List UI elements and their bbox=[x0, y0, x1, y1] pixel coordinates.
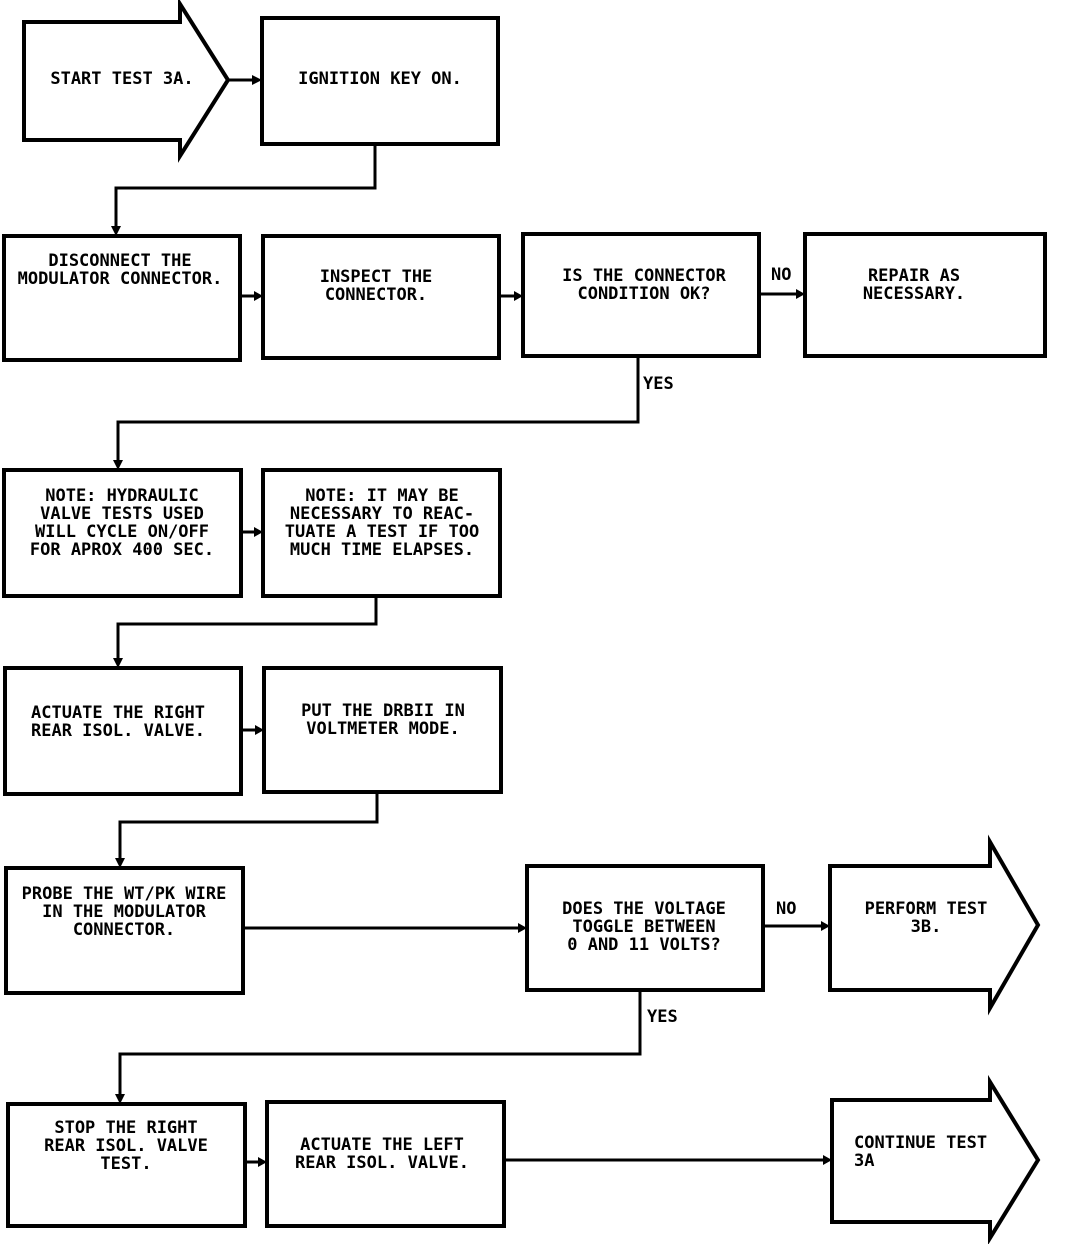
start-test-3a-arrow: START TEST 3A. bbox=[22, 0, 231, 163]
text-line: TOGGLE BETWEEN bbox=[572, 917, 715, 937]
arrowhead bbox=[255, 725, 264, 735]
yes-label-voltage: YES bbox=[647, 1007, 678, 1027]
connector-voltage-to-stop bbox=[118, 990, 642, 1097]
text-line: VOLTMETER MODE. bbox=[306, 719, 460, 739]
text-line: START TEST 3A. bbox=[50, 69, 193, 89]
text-line: PROBE THE WT/PK WIRE bbox=[22, 884, 227, 904]
ignition-key-on-box: IGNITION KEY ON. bbox=[260, 16, 500, 146]
text-line: MODULATOR CONNECTOR. bbox=[18, 269, 223, 289]
start-test-3a-text: START TEST 3A. bbox=[50, 69, 193, 89]
text-line: REAR ISOL. VALVE. bbox=[295, 1153, 469, 1173]
text-line: INSPECT THE bbox=[320, 267, 433, 287]
no-label-voltage: NO bbox=[776, 899, 796, 919]
text-line: NECESSARY TO REAC- bbox=[290, 504, 474, 524]
arrowhead bbox=[254, 291, 263, 301]
connector-ignition-to-disconnect bbox=[114, 144, 377, 229]
text-line: ACTUATE THE LEFT bbox=[300, 1135, 464, 1155]
text-line: STOP THE RIGHT bbox=[54, 1118, 197, 1138]
text-line: 0 AND 11 VOLTS? bbox=[567, 935, 721, 955]
arrowhead bbox=[113, 460, 123, 470]
text-line: PERFORM TEST bbox=[865, 899, 988, 919]
text-line: 3B. bbox=[911, 917, 942, 937]
ignition-key-on-text: IGNITION KEY ON. bbox=[298, 69, 462, 89]
yes-label-connector: YES bbox=[643, 374, 674, 394]
text-line: IS THE CONNECTOR bbox=[562, 266, 727, 286]
text-line: DISCONNECT THE bbox=[48, 251, 191, 271]
text-line: ACTUATE THE RIGHT bbox=[31, 703, 205, 723]
text-line: NOTE: HYDRAULIC bbox=[45, 486, 199, 506]
text-line: CONNECTOR. bbox=[325, 285, 427, 305]
text-line: MUCH TIME ELAPSES. bbox=[290, 540, 474, 560]
text-line: FOR APROX 400 SEC. bbox=[30, 540, 214, 560]
text-line: NECESSARY. bbox=[863, 284, 965, 304]
text-line: REAR ISOL. VALVE. bbox=[31, 721, 205, 741]
connector-condition-to-note bbox=[116, 356, 640, 463]
text-line: CONTINUE TEST bbox=[854, 1133, 987, 1153]
arrowhead bbox=[823, 1155, 832, 1165]
arrowhead bbox=[821, 921, 830, 931]
text-line: REPAIR AS bbox=[868, 266, 960, 286]
text-line: IGNITION KEY ON. bbox=[298, 69, 462, 89]
arrowhead bbox=[258, 1157, 267, 1167]
arrowhead bbox=[111, 226, 121, 236]
arrowhead bbox=[252, 75, 262, 85]
connector-note-to-actuate-right bbox=[116, 596, 378, 661]
arrowhead bbox=[518, 923, 527, 933]
connectors bbox=[111, 75, 832, 1167]
arrowhead bbox=[796, 289, 805, 299]
text-line: TUATE A TEST IF TOO bbox=[285, 522, 479, 542]
text-line: PUT THE DRBII IN bbox=[301, 701, 465, 721]
arrowhead bbox=[113, 658, 123, 668]
text-line: IN THE MODULATOR bbox=[42, 902, 207, 922]
arrowhead bbox=[115, 858, 125, 868]
text-line: CONDITION OK? bbox=[577, 284, 710, 304]
arrowhead bbox=[514, 291, 523, 301]
text-line: REAR ISOL. VALVE bbox=[44, 1136, 208, 1156]
text-line: 3A bbox=[854, 1151, 874, 1171]
text-line: WILL CYCLE ON/OFF bbox=[35, 522, 209, 542]
text-line: VALVE TESTS USED bbox=[40, 504, 204, 524]
no-label-connector: NO bbox=[771, 265, 791, 285]
arrowhead bbox=[254, 527, 263, 537]
text-line: CONNECTOR. bbox=[73, 920, 175, 940]
text-line: DOES THE VOLTAGE bbox=[562, 899, 726, 919]
text-line: NOTE: IT MAY BE bbox=[305, 486, 459, 506]
connector-voltmeter-to-probe bbox=[118, 792, 379, 861]
text-line: TEST. bbox=[100, 1154, 151, 1174]
arrowhead bbox=[115, 1094, 125, 1104]
